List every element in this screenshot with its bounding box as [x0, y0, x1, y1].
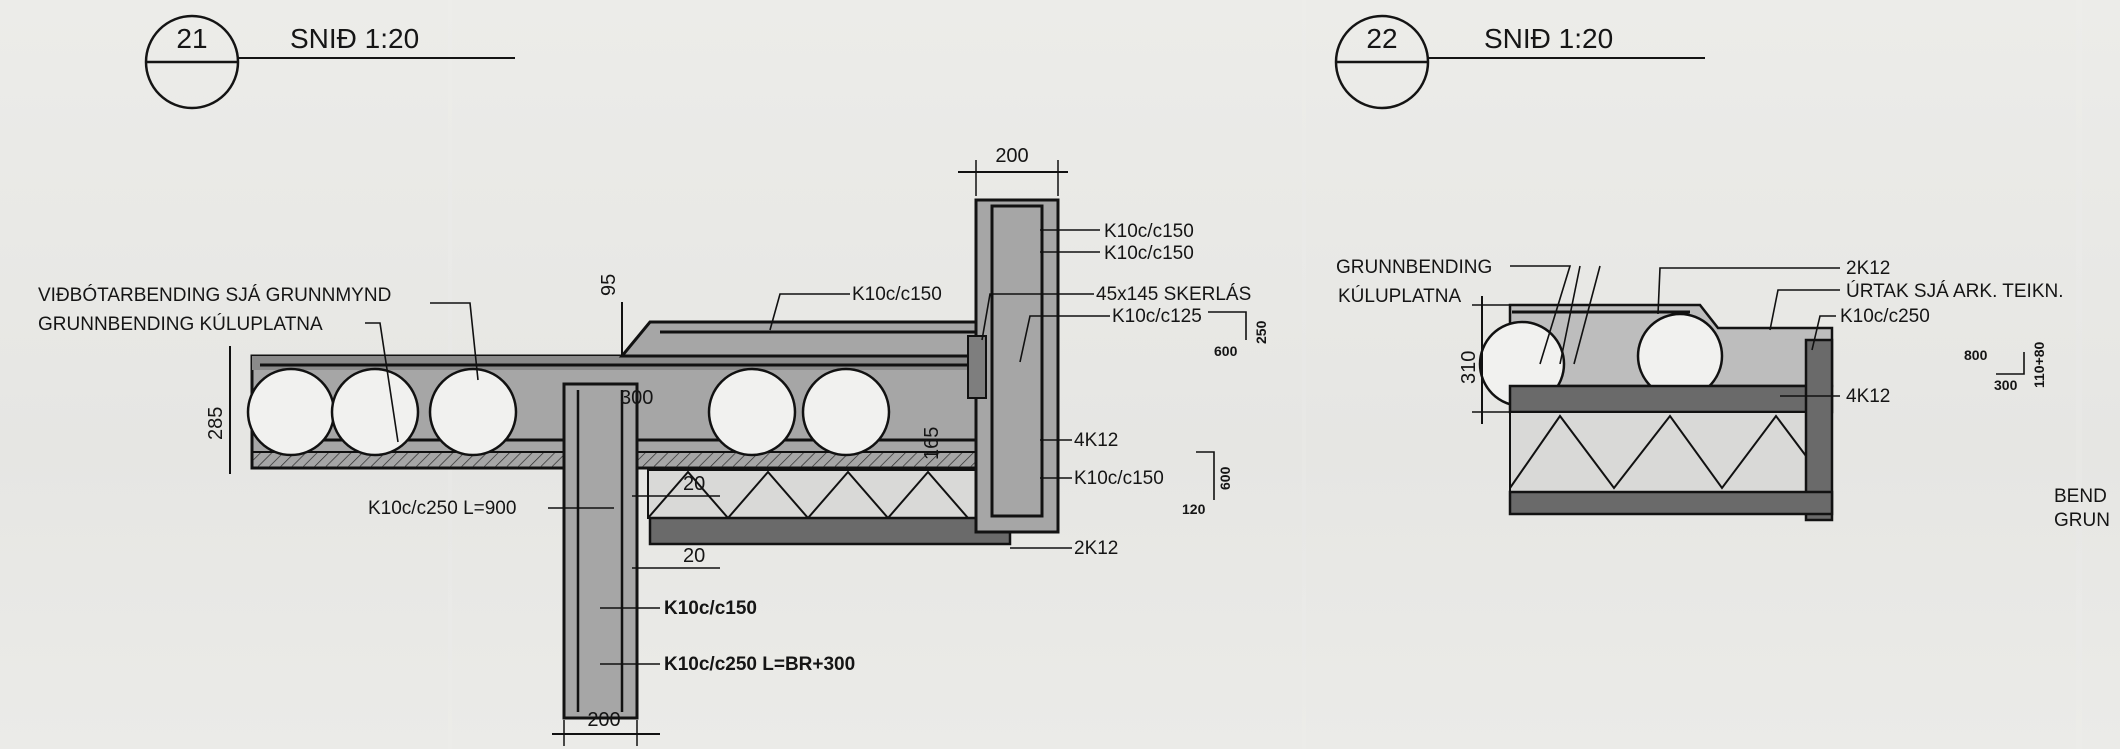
dimensions-21: 200 95 285 300 165 20 20 200 [205, 145, 1068, 746]
leader [1019, 315, 1110, 363]
lower-wall [562, 382, 639, 720]
section-number: 21 [176, 23, 207, 54]
section-21: 21 SNIÐ 1:20 [38, 14, 1269, 746]
labels-21: VIÐBÓTARBENDING SJÁ GRUNNMYND GRUNNBENDI… [38, 221, 1269, 675]
leader [981, 293, 1094, 341]
section-title: SNIÐ 1:20 [1484, 23, 1613, 54]
shape-800: 800 [1964, 347, 1988, 363]
insulation-zone [1509, 411, 1833, 493]
void-sphere [246, 367, 336, 457]
cut-label-grun: GRUN [2054, 510, 2110, 531]
void-sphere [428, 367, 518, 457]
dim-20a: 20 [683, 473, 705, 495]
label-k10-150-c: K10c/c150 [1074, 468, 1164, 489]
truss-zigzag [1509, 414, 1831, 490]
paper-fold [2076, 0, 2082, 749]
void-sphere [707, 367, 797, 457]
label-urtak: ÚRTAK SJÁ ARK. TEIKN. [1846, 280, 2064, 302]
upper-wall [974, 198, 1060, 534]
section-number: 22 [1366, 23, 1397, 54]
label-kuluplatna: KÚLUPLATNA [1338, 285, 1462, 307]
leaders-21 [365, 229, 1247, 665]
label-k10-250-900: K10c/c250 L=900 [368, 498, 516, 519]
shape-120: 120 [1182, 501, 1206, 517]
label-2k12: 2K12 [1074, 538, 1118, 559]
dim-310: 310 [1458, 351, 1480, 384]
label-grunnbending: GRUNNBENDING KÚLUPLATNA [38, 313, 323, 335]
section-22: 22 SNIÐ 1:20 310 [1334, 14, 2110, 531]
slab-top-rebar-zone [252, 356, 982, 370]
bar-shape [1196, 451, 1215, 500]
shear-key [967, 335, 987, 399]
shape-300: 300 [1994, 377, 2018, 393]
section-22-title: 22 SNIÐ 1:20 [1334, 14, 1705, 110]
void-sphere [330, 367, 420, 457]
leader [769, 293, 850, 331]
slab-bottom-band [1508, 384, 1834, 414]
label-k10-150-top: K10c/c150 [852, 284, 942, 305]
label-4k12: 4K12 [1846, 386, 1890, 407]
label-k10-150-a: K10c/c150 [1104, 221, 1194, 242]
label-k10-125: K10c/c125 [1112, 306, 1202, 327]
leader [430, 302, 479, 381]
label-k10-150-bold: K10c/c150 [664, 598, 757, 619]
shape-250: 250 [1253, 320, 1269, 344]
lower-plate [648, 516, 1012, 546]
dim-165: 165 [921, 427, 943, 460]
wall-stirrup [990, 204, 1044, 518]
label-vidbotar: VIÐBÓTARBENDING SJÁ GRUNNMYND [38, 284, 391, 306]
label-k10-250: K10c/c250 [1840, 306, 1930, 327]
leader [1573, 265, 1601, 365]
bar-shape [1208, 311, 1247, 340]
leader [1559, 265, 1581, 365]
leaders-22 [1510, 265, 2025, 397]
void-sphere [801, 367, 891, 457]
leader [1657, 267, 1840, 315]
dim-285: 285 [205, 407, 227, 440]
leader [1769, 289, 1840, 331]
edge-beam [1804, 338, 1834, 522]
section-title: SNIÐ 1:20 [290, 23, 419, 54]
cut-label-bend: BEND [2054, 486, 2107, 507]
shape-110-80: 110+80 [2031, 341, 2047, 388]
dim-300: 300 [620, 387, 653, 409]
bar-shape [1996, 352, 2025, 375]
leader [365, 322, 399, 443]
label-k10-250-br: K10c/c250 L=BR+300 [664, 654, 855, 675]
bottom-plate [1508, 490, 1834, 516]
slab-thickening [618, 320, 987, 358]
dim-top: 200 [995, 145, 1028, 167]
label-4k12: 4K12 [1074, 430, 1118, 451]
shape-600b: 600 [1217, 466, 1233, 490]
label-2k12: 2K12 [1846, 258, 1890, 279]
paper-fold [1302, 0, 1306, 749]
leader [1811, 315, 1836, 351]
dim-95: 95 [598, 274, 620, 296]
dim-20b: 20 [683, 545, 705, 567]
label-skerlas: 45x145 SKERLÁS [1096, 284, 1251, 305]
section-21-title: 21 SNIÐ 1:20 [144, 14, 515, 110]
dim-bottom: 200 [587, 709, 620, 731]
label-grunnbending: GRUNNBENDING [1336, 257, 1492, 278]
shape-600: 600 [1214, 343, 1238, 359]
leader [1510, 265, 1572, 365]
labels-22: GRUNNBENDING KÚLUPLATNA 2K12 ÚRTAK SJÁ A… [1336, 257, 2110, 531]
label-k10-150-b: K10c/c150 [1104, 243, 1194, 264]
